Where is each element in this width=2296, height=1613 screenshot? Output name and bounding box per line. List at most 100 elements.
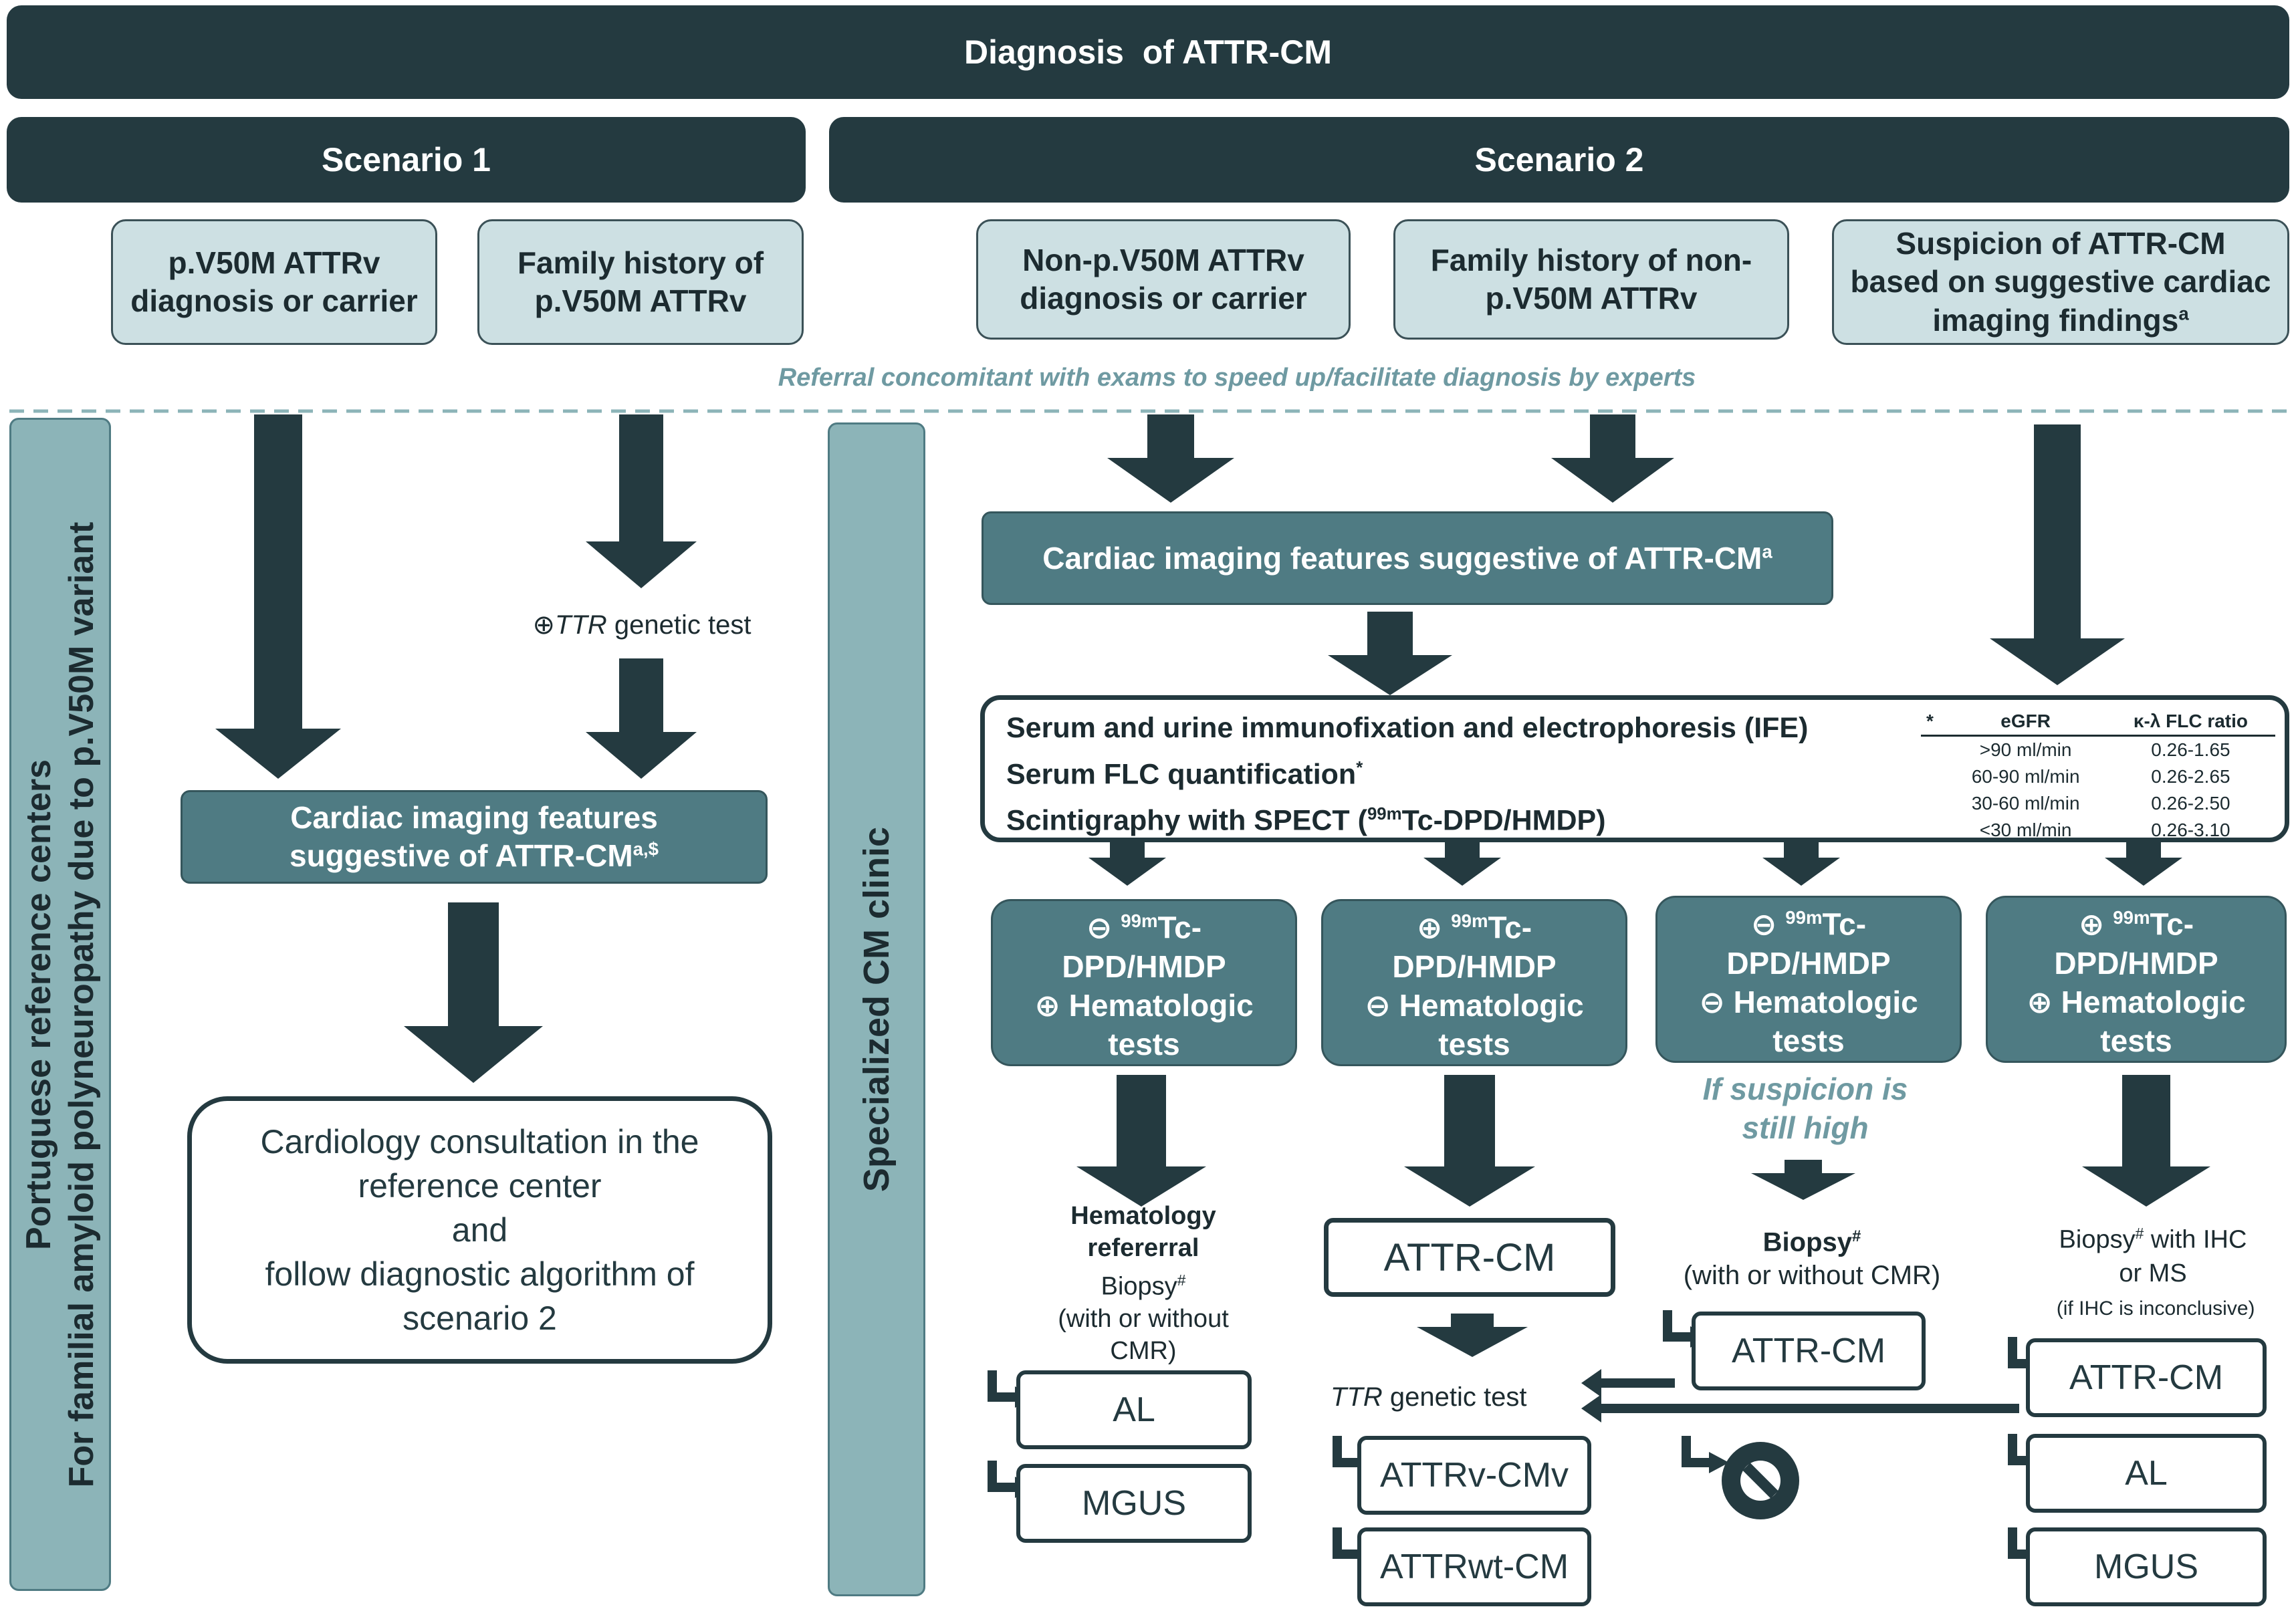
col1-referral-text: Hematology refererral Biopsy# (with or w… [1023, 1200, 1264, 1367]
s2-box-non-v50m-text: Non-p.V50M ATTRv diagnosis or carrier [1020, 242, 1307, 316]
result-2-heme-sign: ⊖ [1365, 987, 1391, 1023]
s2-box-family-history: Family history of non-p.V50M ATTRv [1393, 219, 1789, 340]
result-box-3: ⊖ 99mTc- DPD/HMDP ⊖ Hematologic tests [1655, 896, 1962, 1063]
arrow-to-result-1 [1088, 841, 1166, 886]
arrow-attrcm-to-gene [1417, 1314, 1528, 1357]
col3-cmr: (with or without CMR) [1683, 1261, 1941, 1291]
result-3-dpd: DPD/HMDP [1726, 945, 1891, 981]
scenario1-banner: Scenario 1 [7, 117, 806, 203]
col1-heading: Hematology refererral [1070, 1202, 1216, 1262]
result-2-line-tc: ⊕ 99mTc- [1365, 902, 1583, 947]
col4-ms-note: (if IHC is inconclusive) [2051, 1297, 2255, 1320]
col3-biopsy: Biopsy# [1672, 1220, 1952, 1259]
hook-head-col3-prohibit [1709, 1452, 1729, 1473]
col4-outcome-mgus: MGUS [2026, 1527, 2267, 1606]
s2-box-suspicion-content: Suspicion of ATTR-CM based on suggestive… [1847, 225, 2274, 340]
s2-box-suspicion-sup: a [2178, 303, 2189, 324]
s1-imaging-text: Cardiac imaging features suggestive of A… [289, 799, 658, 874]
arrow-s1-right-bottom [586, 658, 697, 779]
result-4-dpd: DPD/HMDP [2054, 945, 2218, 981]
s1-box-family-history: Family history of p.V50M ATTRv [477, 219, 804, 345]
s1-genetic-test-label: ⊕TTR genetic test [508, 605, 776, 645]
col3-outcome-attrcm-text: ATTR-CM [1731, 1332, 1886, 1370]
s1-box-family-history-text: Family history of p.V50M ATTRv [517, 245, 764, 319]
col3-biopsy-label: Biopsy [1762, 1227, 1852, 1257]
s1-imaging-sup: a,$ [633, 838, 659, 860]
col2-outcome-attrv: ATTRv-CMv [1357, 1436, 1591, 1515]
result-1-heme: Hematologic [1068, 987, 1254, 1023]
result-2-dpd: DPD/HMDP [1392, 949, 1557, 984]
result-2-sup: 99m [1451, 910, 1488, 932]
flc-ratio-cell: 0.26-2.65 [2151, 766, 2230, 787]
result-3-line-tc: ⊖ 99mTc- [1699, 898, 1918, 943]
col1-biopsy: Biopsy# [1023, 1264, 1264, 1303]
col4-biopsy-rest: with IHC [2144, 1225, 2247, 1254]
col4-outcome-al-text: AL [2125, 1454, 2168, 1493]
col3-suspicion-note: If suspicion is still high [1698, 1070, 1912, 1147]
col4-outcome-attrcm-text: ATTR-CM [2069, 1358, 2224, 1397]
col1-outcome-mgus-text: MGUS [1082, 1484, 1186, 1523]
s1-side-line2: For familial amyloid polyneuropathy due … [62, 521, 101, 1487]
s1-consultation-box: Cardiology consultation in the reference… [187, 1096, 772, 1364]
arrow-to-result-2 [1423, 841, 1501, 886]
result-box-1: ⊖ 99mTc- DPD/HMDP ⊕ Hematologic tests [991, 899, 1297, 1066]
col4-biopsy-label: Biopsy [2059, 1225, 2136, 1254]
col4-biopsy-text: Biopsy# with IHC or MS (if IHC is inconc… [2026, 1217, 2280, 1326]
s2-imaging-text: Cardiac imaging features suggestive of A… [1042, 541, 1762, 576]
arrow-col4-down [2082, 1075, 2210, 1207]
s1-genetic-test-rest: genetic test [606, 610, 752, 640]
col3-outcome-attrcm: ATTR-CM [1692, 1312, 1926, 1390]
col1-cmr: (with or without CMR) [1058, 1304, 1229, 1365]
s1-side-label: Portuguese reference centers For familia… [17, 521, 103, 1487]
result-3-scint-sign: ⊖ [1750, 906, 1777, 942]
col2-outcome-attrwt-text: ATTRwt-CM [1379, 1547, 1569, 1586]
consult-line-1: Cardiology consultation in the [260, 1123, 699, 1160]
hook-mgus-1 [988, 1461, 1016, 1492]
result-1-line-tc: ⊖ 99mTc- [1034, 902, 1253, 947]
col3-biopsy-sup: # [1852, 1227, 1861, 1245]
arrow-col3-down [1751, 1160, 1855, 1200]
flc-egfr-cell: 30-60 ml/min [1971, 793, 2080, 814]
arrow-col2-down [1404, 1075, 1535, 1207]
consult-line-5: scenario 2 [403, 1299, 557, 1337]
test-line-flc: Serum FLC quantification* [1006, 748, 1916, 794]
col2-outcome-attrv-text: ATTRv-CMv [1379, 1456, 1569, 1495]
col1-outcome-al: AL [1016, 1370, 1252, 1449]
s1-box-v50m-diagnosis-text: p.V50M ATTRv diagnosis or carrier [130, 245, 418, 319]
col3-biopsy-text: Biopsy# (with or without CMR) [1672, 1220, 1952, 1292]
result-1-line-heme: ⊕ Hematologic [1034, 986, 1253, 1025]
test-line-scint-post: Tc-DPD/HMDP) [1401, 804, 1606, 837]
result-1-scint-sign: ⊖ [1086, 910, 1113, 945]
result-box-2: ⊕ 99mTc- DPD/HMDP ⊖ Hematologic tests [1321, 899, 1627, 1066]
main-title: Diagnosis of ATTR-CM [964, 33, 1332, 71]
scenario2-banner: Scenario 2 [829, 117, 2289, 203]
consult-line-3: and [451, 1211, 508, 1249]
result-box-1-text: ⊖ 99mTc- DPD/HMDP ⊕ Hematologic tests [1034, 902, 1253, 1063]
s2-imaging-content: Cardiac imaging features suggestive of A… [1042, 540, 1772, 576]
s1-box-v50m-diagnosis: p.V50M ATTRv diagnosis or carrier [111, 219, 437, 345]
result-box-2-text: ⊕ 99mTc- DPD/HMDP ⊖ Hematologic tests [1365, 902, 1583, 1063]
flc-ratio-cell: 0.26-2.50 [2151, 793, 2230, 814]
arrow-s2-imaging [1328, 612, 1452, 695]
result-3-heme: Hematologic [1733, 984, 1918, 1019]
test-line-ife: Serum and urine immunofixation and elect… [1006, 712, 1809, 744]
result-4-line-tc: ⊕ 99mTc- [2027, 898, 2245, 943]
flc-table-col2: κ-λ FLC ratio [2105, 708, 2275, 737]
s2-box-suspicion-text: Suspicion of ATTR-CM based on suggestive… [1850, 225, 2271, 338]
col4-biopsy: Biopsy# with IHC [2026, 1217, 2280, 1257]
result-1-tests: tests [1108, 1026, 1180, 1062]
arrow-col1-down [1076, 1075, 1206, 1207]
plus-circle-icon: ⊕ [532, 610, 556, 640]
s1-imaging-content: Cardiac imaging features suggestive of A… [263, 799, 685, 876]
flc-egfr-cell: >90 ml/min [1979, 739, 2072, 760]
test-line-scintigraphy: Scintigraphy with SPECT (99mTc-DPD/HMDP) [1006, 794, 1916, 840]
result-1-dpd: DPD/HMDP [1062, 949, 1226, 984]
result-4-tc: Tc- [2150, 906, 2194, 942]
result-1-tc: Tc- [1157, 910, 1202, 945]
result-box-4-text: ⊕ 99mTc- DPD/HMDP ⊕ Hematologic tests [2027, 898, 2245, 1060]
s2-tests-lines: Serum and urine immunofixation and elect… [1006, 708, 1916, 841]
col1-biopsy-sup: # [1177, 1271, 1186, 1289]
